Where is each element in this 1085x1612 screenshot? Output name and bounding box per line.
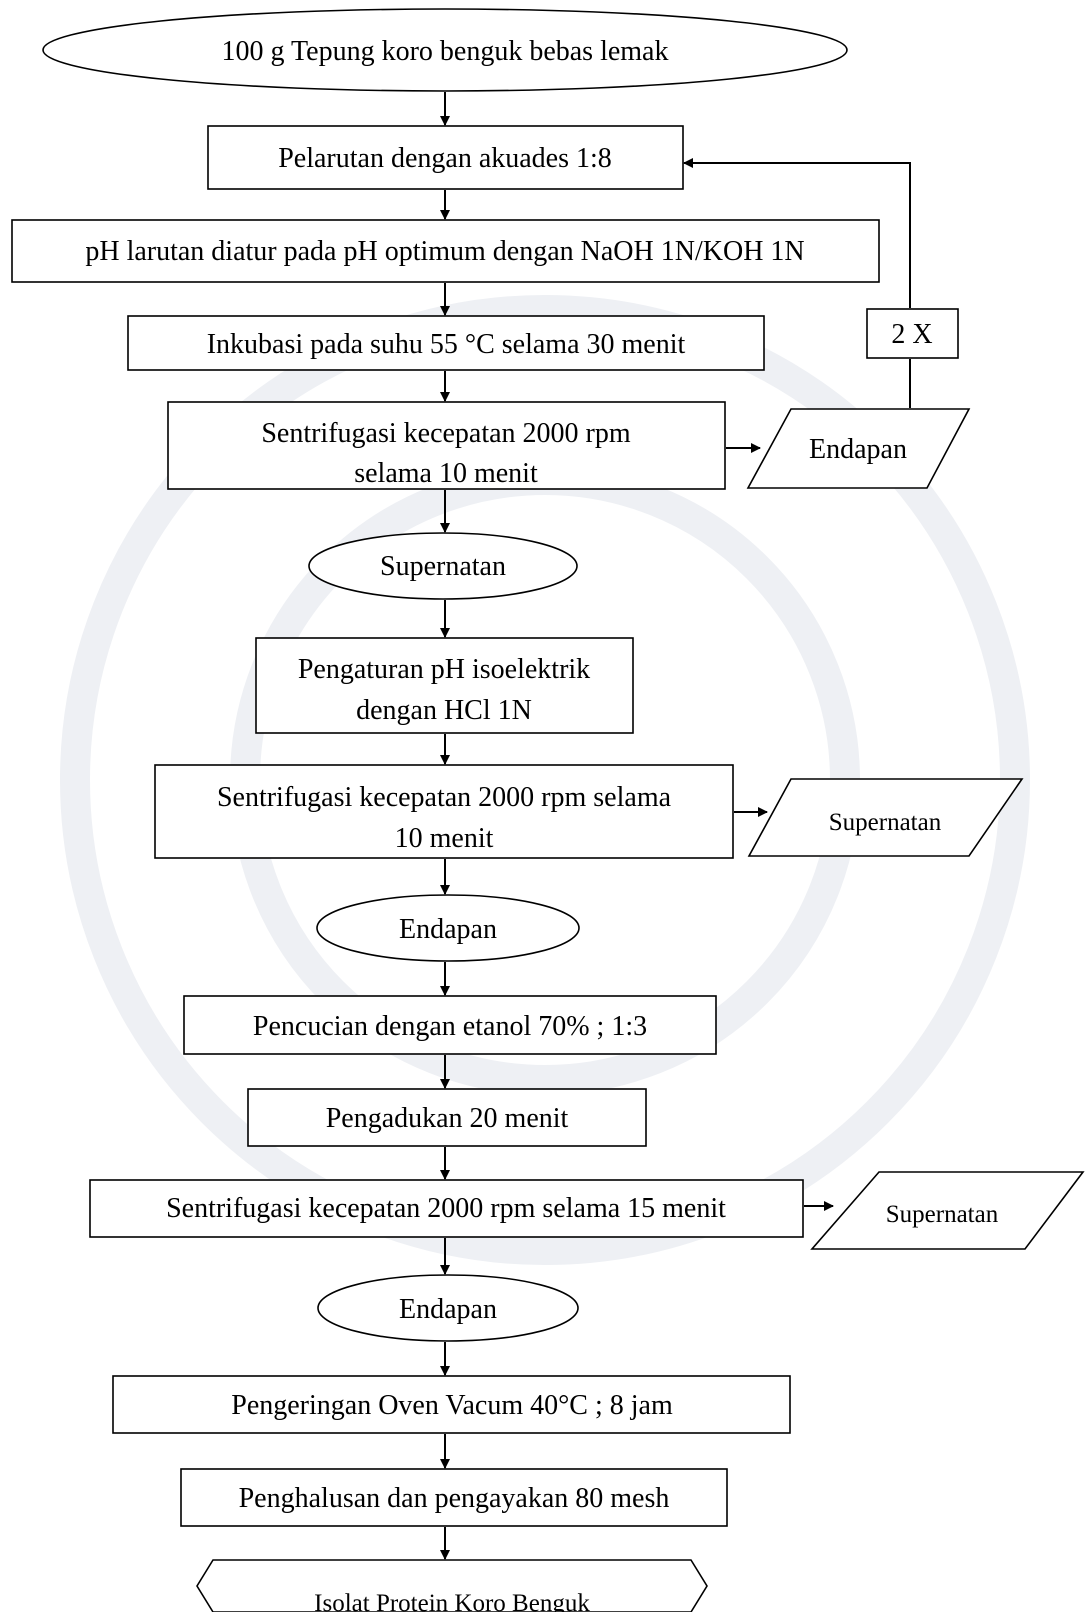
mid-endapan-2: Endapan [316, 894, 580, 962]
step-pelarutan: Pelarutan dengan akuades 1:8 [207, 125, 684, 190]
step-sentrifugasi-2-line2: 10 menit [395, 823, 494, 854]
step-sentrifugasi-1-line1: Sentrifugasi kecepatan 2000 rpm [261, 418, 631, 449]
step-sentrifugasi-2: Sentrifugasi kecepatan 2000 rpm selama 1… [154, 764, 734, 859]
step-isoelektrik-line2: dengan HCl 1N [356, 695, 532, 726]
start-label: 100 g Tepung koro benguk bebas lemak [222, 36, 669, 67]
mid-supernatan: Supernatan [308, 532, 578, 600]
step-sentrifugasi-1-line2: selama 10 menit [354, 458, 538, 489]
mid-endapan-3-label: Endapan [399, 1294, 497, 1325]
repeat-box: 2 X [866, 308, 959, 359]
start-node: 100 g Tepung koro benguk bebas lemak [42, 8, 848, 92]
step-penghalusan: Penghalusan dan pengayakan 80 mesh [180, 1468, 728, 1527]
output-endapan-1-label: Endapan [809, 434, 907, 465]
step-pengeringan: Pengeringan Oven Vacum 40°C ; 8 jam [112, 1375, 791, 1434]
step-ph: pH larutan diatur pada pH optimum dengan… [11, 219, 880, 283]
mid-supernatan-label: Supernatan [380, 551, 506, 582]
repeat-label: 2 X [891, 319, 932, 350]
output-supernatan-2: Supernatan [747, 778, 1024, 857]
step-isoelektrik-line1: Pengaturan pH isoelektrik [298, 654, 590, 685]
step-isoelektrik: Pengaturan pH isoelektrik dengan HCl 1N [255, 637, 634, 734]
step-ph-label: pH larutan diatur pada pH optimum dengan… [85, 236, 804, 267]
step-inkubasi-label: Inkubasi pada suhu 55 °C selama 30 menit [207, 329, 686, 360]
connectors [440, 92, 911, 1560]
step-pengeringan-label: Pengeringan Oven Vacum 40°C ; 8 jam [231, 1390, 673, 1421]
output-supernatan-3: Supernatan [810, 1171, 1085, 1250]
step-pengadukan: Pengadukan 20 menit [247, 1088, 647, 1147]
mid-endapan-2-label: Endapan [399, 914, 497, 945]
end-node: Isolat Protein Koro Benguk [196, 1559, 708, 1612]
step-sentrifugasi-1: Sentrifugasi kecepatan 2000 rpm selama 1… [167, 401, 726, 490]
step-sentrifugasi-2-line1: Sentrifugasi kecepatan 2000 rpm selama [217, 782, 672, 813]
step-sentrifugasi-3-label: Sentrifugasi kecepatan 2000 rpm selama 1… [166, 1193, 726, 1224]
loop-repeat-to-pelarutan [683, 158, 911, 308]
step-penghalusan-label: Penghalusan dan pengayakan 80 mesh [239, 1483, 670, 1514]
step-pengadukan-label: Pengadukan 20 menit [326, 1103, 569, 1134]
step-inkubasi: Inkubasi pada suhu 55 °C selama 30 menit [127, 315, 765, 371]
step-pencucian: Pencucian dengan etanol 70% ; 1:3 [183, 995, 717, 1055]
output-endapan-1: Endapan [746, 408, 971, 489]
output-supernatan-3-label: Supernatan [886, 1201, 999, 1228]
step-pencucian-label: Pencucian dengan etanol 70% ; 1:3 [253, 1011, 647, 1042]
output-supernatan-2-label: Supernatan [829, 809, 942, 836]
mid-endapan-3: Endapan [317, 1274, 579, 1342]
step-pelarutan-label: Pelarutan dengan akuades 1:8 [278, 143, 612, 174]
end-label: Isolat Protein Koro Benguk [314, 1590, 590, 1612]
step-sentrifugasi-3: Sentrifugasi kecepatan 2000 rpm selama 1… [89, 1179, 804, 1238]
